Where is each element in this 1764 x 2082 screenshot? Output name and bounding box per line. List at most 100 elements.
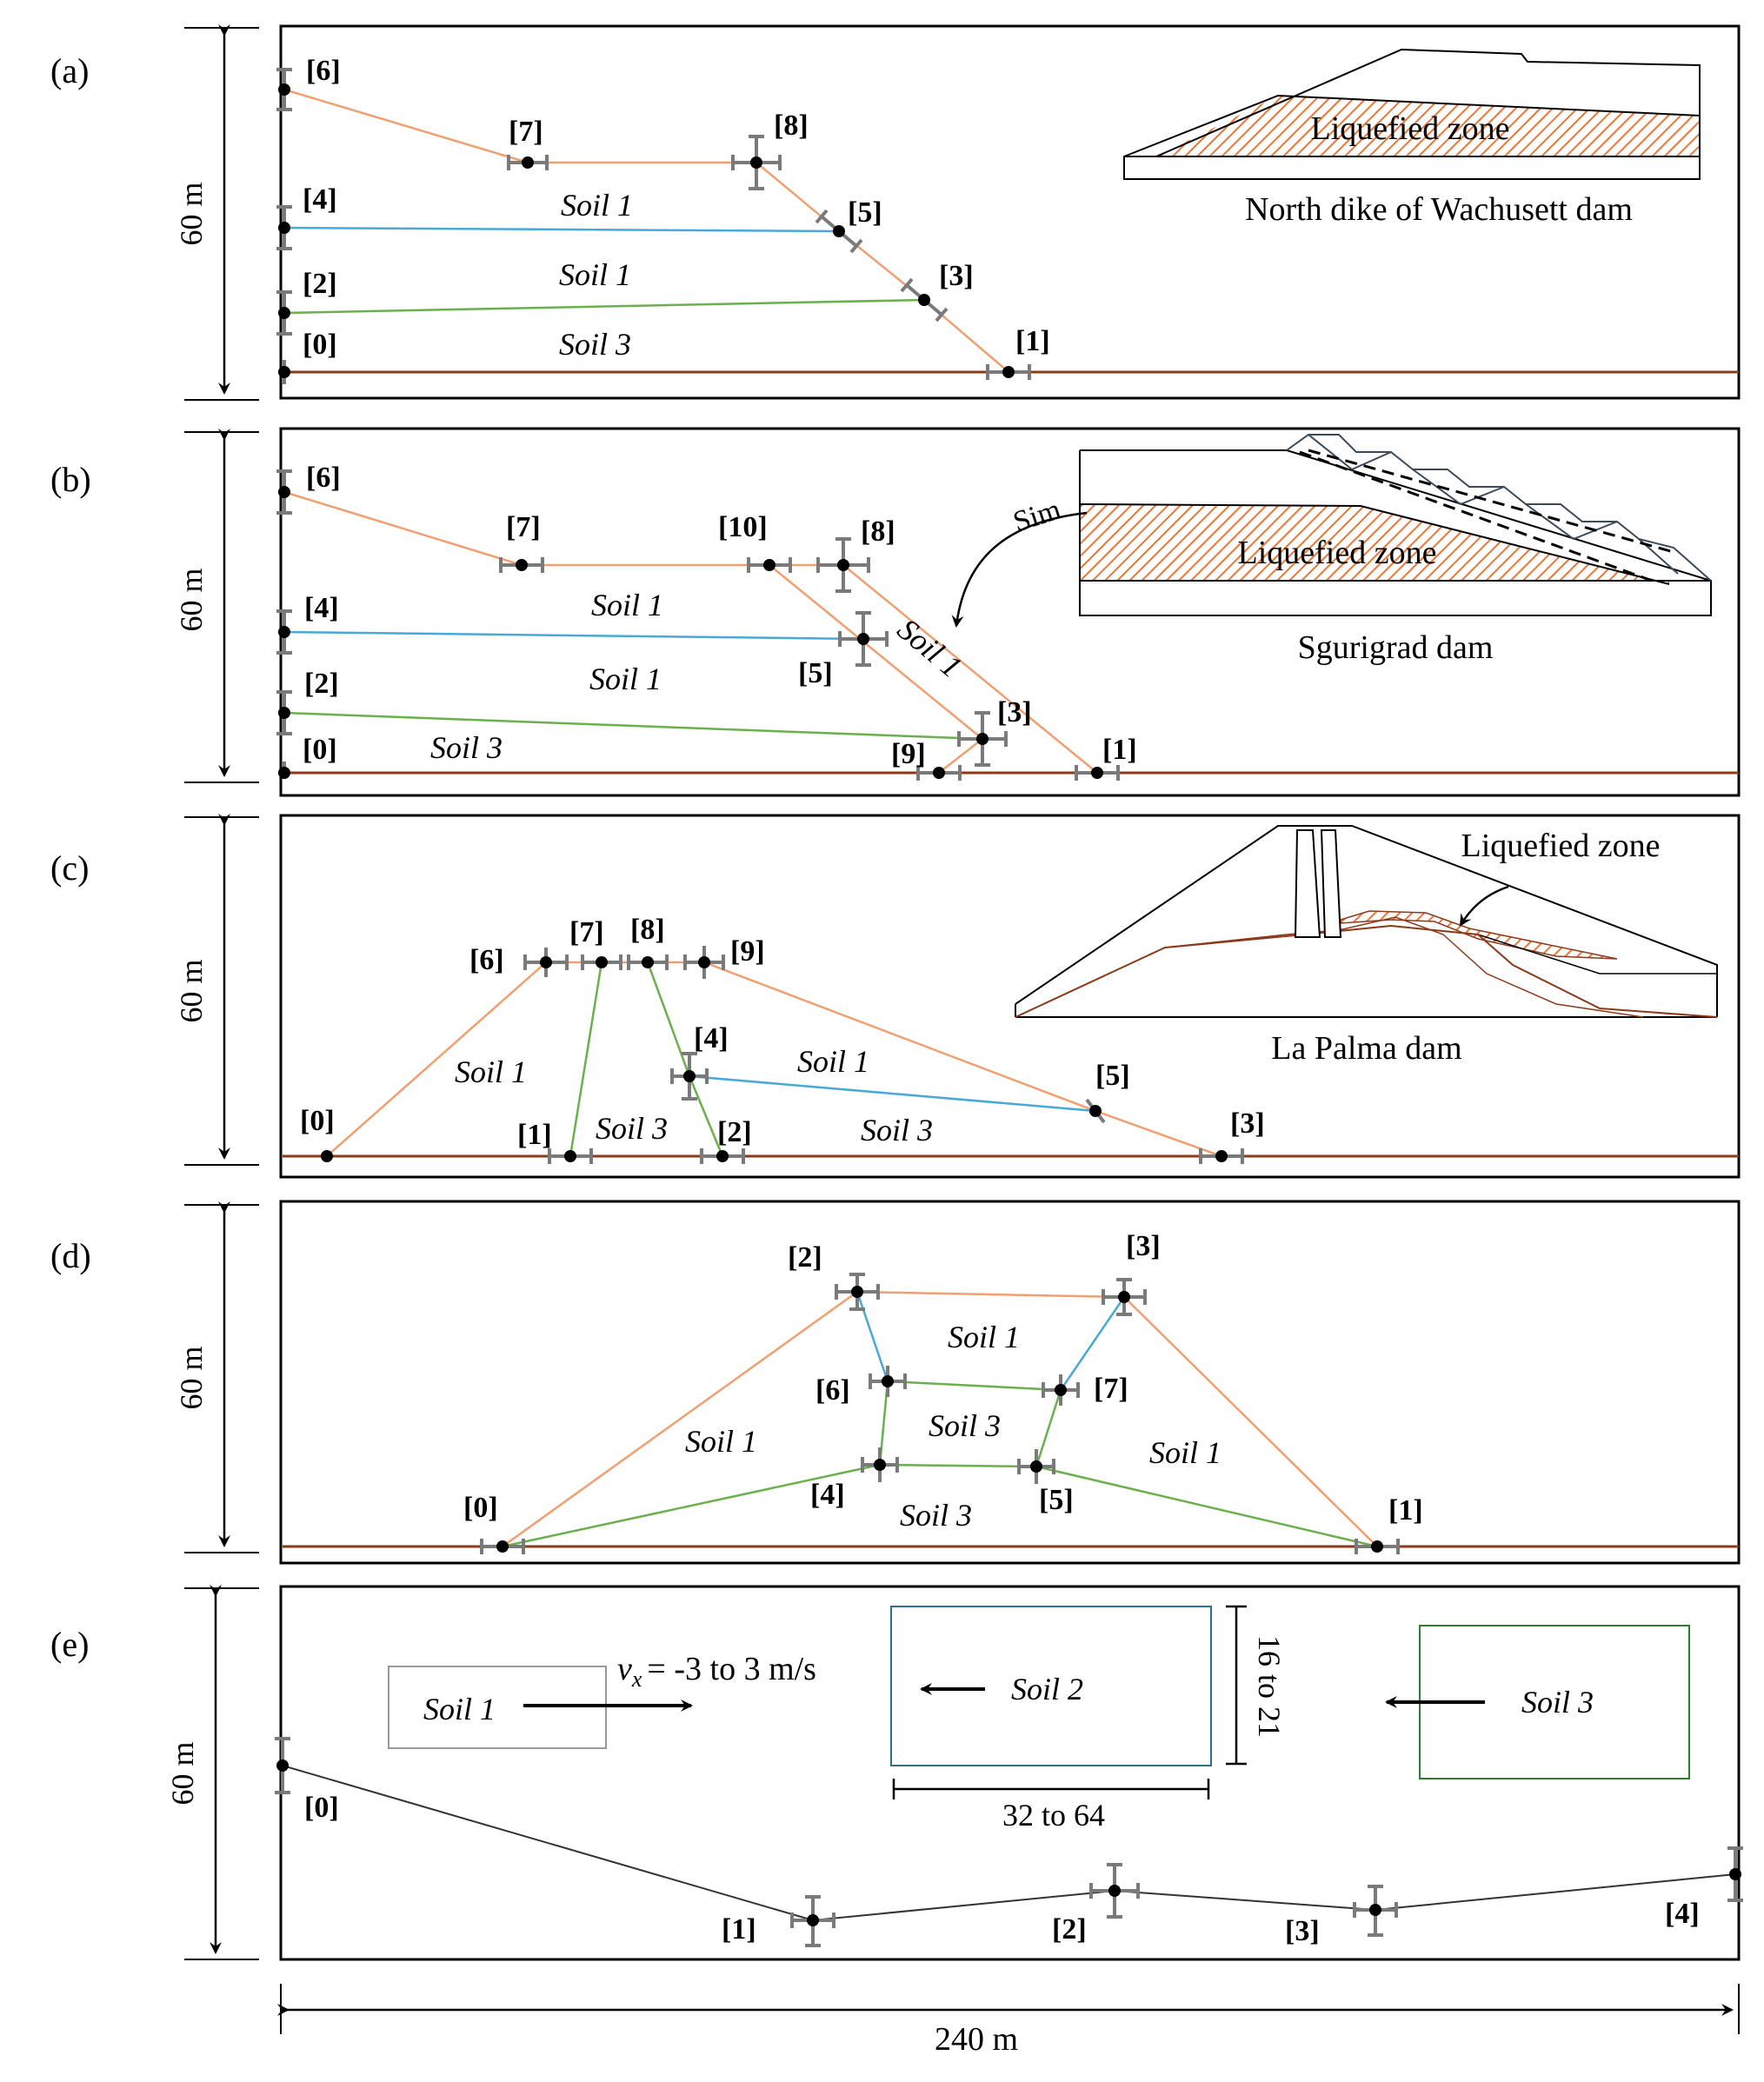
soil-label: Soil 3 [559, 327, 631, 362]
velocity-text: vx= -3 to 3 m/s [617, 1651, 816, 1692]
moving-blocks: Soil 1 vx= -3 to 3 m/s Soil 2 32 to 64 1… [388, 1605, 1690, 1833]
base-boundary-left [502, 1463, 881, 1548]
point-label: [3] [1285, 1915, 1320, 1947]
height-label: 60 m [174, 959, 209, 1022]
soil-label: Soil 3 [929, 1408, 1001, 1443]
soil-label: Soil 3 [861, 1113, 933, 1147]
point-label: [4] [694, 1022, 729, 1054]
point-label: [6] [306, 462, 341, 494]
soil-labels: Soil 1 Soil 1 Soil 3 [559, 188, 633, 362]
soil-label: Soil 1 [1149, 1435, 1221, 1470]
soil-label: Soil 3 [430, 730, 503, 765]
block-label: Soil 1 [423, 1692, 496, 1726]
panel-b: (b) 60 m [0] [1] [50, 427, 1741, 797]
point-label: [4] [303, 183, 337, 216]
point-label: [1] [1015, 325, 1050, 357]
error-bars [276, 469, 1120, 781]
point-label: [4] [810, 1479, 845, 1511]
point-label: [6] [469, 944, 504, 976]
panel-tag: (e) [50, 1625, 89, 1664]
soil-label: Soil 1 [561, 188, 633, 223]
error-bars [276, 68, 1031, 384]
point-label: [6] [306, 55, 341, 87]
node-markers [496, 1286, 1383, 1553]
block-label: Soil 3 [1521, 1685, 1594, 1719]
domain-box [279, 814, 1741, 1179]
node-markers [278, 83, 1015, 378]
node-markers [276, 1759, 1741, 1926]
node-labels: [0] [1] [2] [3] [4] [5] [6] [7] [463, 1230, 1423, 1527]
point-label: [4] [304, 592, 339, 624]
point-label: [2] [304, 668, 339, 700]
zone-label: Liquefied zone [1311, 110, 1510, 147]
point-label: [7] [509, 116, 543, 148]
block-height-label: 16 to 21 [1252, 1635, 1287, 1738]
core-boundary-blue-right [1059, 1296, 1126, 1391]
core-boundary-left [569, 961, 603, 1157]
point-label: [0] [463, 1492, 498, 1524]
node-markers [321, 956, 1228, 1162]
point-label: [4] [1665, 1898, 1700, 1930]
dam-outline [502, 1290, 1378, 1548]
panel-tag: (b) [50, 460, 91, 499]
point-label: [1] [1388, 1494, 1423, 1527]
soil-labels: Soil 1 Soil 1 Soil 3 Soil 3 [455, 1044, 933, 1147]
benched-toe [1286, 434, 1712, 582]
point-label: [2] [788, 1241, 822, 1274]
point-label: [5] [848, 196, 882, 229]
point-label: [9] [891, 738, 926, 770]
point-label: [3] [997, 696, 1032, 728]
layer-boundary-blue [283, 226, 840, 233]
point-label: [1] [1102, 734, 1137, 766]
point-label: [3] [1230, 1108, 1265, 1140]
zone-label: Liquefied zone [1238, 535, 1437, 571]
inset-caption: Sgurigrad dam [1298, 629, 1494, 666]
point-label: [7] [506, 511, 541, 543]
height-label: 60 m [174, 182, 209, 245]
node-labels: [0] [1] [2] [3] [4] [5] [6] [7] [8] [303, 55, 1050, 361]
inset-wachusett: Liquefied zone North dike of Wachusett d… [1123, 48, 1701, 228]
point-label: [1] [517, 1119, 552, 1151]
inset-caption: La Palma dam [1271, 1030, 1461, 1067]
layer-boundary-green [283, 298, 925, 315]
liquefied-zone [1080, 504, 1669, 584]
point-label: [2] [303, 268, 337, 300]
soil-label: Soil 3 [596, 1111, 668, 1146]
soil-labels: Soil 1 Soil 1 Soil 1 Soil 3 Soil 3 [685, 1320, 1221, 1533]
point-label: [5] [1095, 1060, 1130, 1092]
point-label: [8] [861, 516, 895, 548]
soil-label: Soil 1 [455, 1054, 527, 1089]
block-label: Soil 2 [1011, 1672, 1083, 1706]
panel-tag: (d) [50, 1236, 91, 1275]
point-label: [2] [717, 1116, 752, 1148]
point-label: [3] [1126, 1230, 1161, 1262]
height-label: 60 m [165, 1741, 200, 1805]
point-label: [5] [798, 657, 833, 689]
point-label: [8] [630, 914, 665, 946]
point-label: [2] [1052, 1913, 1087, 1946]
point-label: [0] [303, 734, 337, 766]
panel-c: (c) 60 m [0] [1] [2] [50, 814, 1741, 1179]
inset-caption: North dike of Wachusett dam [1245, 191, 1633, 228]
panel-tag: (c) [50, 848, 89, 888]
point-label: [0] [304, 1792, 339, 1824]
overall-width-dimension: 240 m [277, 1984, 1740, 2058]
soil-label: Soil 3 [900, 1498, 972, 1533]
soil-labels: Soil 1 Soil 1 Soil 3 Soil 1 [430, 588, 969, 765]
panel-a: (a) 60 m [0] [1] [2] [3] [50, 24, 1741, 401]
liquefied-zone [1156, 96, 1700, 156]
node-labels: [0] [1] [2] [3] [4] [304, 1792, 1700, 1947]
layer-boundary-green [283, 711, 983, 741]
point-label: [7] [1094, 1373, 1128, 1405]
point-label: [1] [722, 1913, 756, 1946]
soil-label: Soil 1 [685, 1424, 757, 1459]
soil-label: Soil 1 [589, 662, 662, 696]
core-boundary-blue-left [855, 1291, 889, 1382]
point-label: [8] [774, 110, 809, 142]
height-label: 60 m [174, 1346, 209, 1409]
point-label: [6] [815, 1374, 850, 1407]
soil-label: Soil 1 [948, 1320, 1020, 1354]
point-label: [10] [718, 511, 768, 543]
domain-box [279, 24, 1741, 400]
